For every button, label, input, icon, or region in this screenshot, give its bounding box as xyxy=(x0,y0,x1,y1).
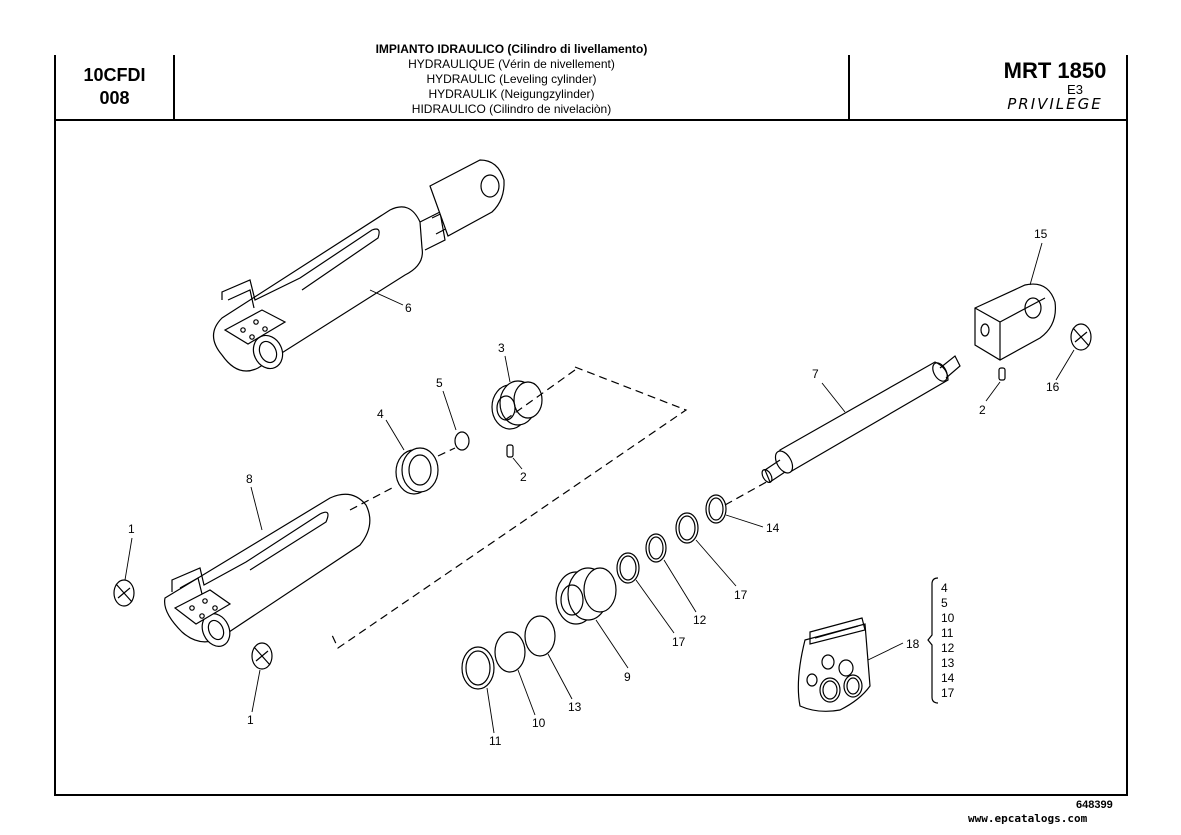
callout-4: 4 xyxy=(377,407,384,421)
part-13-seal xyxy=(524,615,556,657)
part-4-guide xyxy=(395,447,439,495)
part-9-gland xyxy=(555,567,617,625)
callout-10: 10 xyxy=(532,716,546,730)
callout-6: 6 xyxy=(405,301,412,315)
callout-9: 9 xyxy=(624,670,631,684)
kit-item-4: 4 xyxy=(941,581,948,595)
kit-item-5: 5 xyxy=(941,596,948,610)
drawing-number: 648399 xyxy=(1076,799,1113,811)
part-17-ring-b xyxy=(675,512,699,544)
part-12-rod-seal xyxy=(645,533,667,563)
callout-12: 12 xyxy=(693,613,707,627)
kit-item-12: 12 xyxy=(941,641,955,655)
part-18-seal-kit xyxy=(797,617,871,712)
part-10-oring xyxy=(494,631,526,673)
part-7-piston-rod xyxy=(761,355,961,483)
header-divider xyxy=(54,119,1128,121)
kit-item-14: 14 xyxy=(941,671,955,685)
title-german: HYDRAULIK (Neigungzylinder) xyxy=(428,87,595,101)
callout-7: 7 xyxy=(812,367,819,381)
callout-14: 14 xyxy=(766,521,780,535)
model-variant: E3 xyxy=(1067,82,1083,97)
section-title: IMPIANTO IDRAULICO (Cilindro di livellam… xyxy=(175,42,848,117)
kit-item-10: 10 xyxy=(941,611,955,625)
callout-2-right: 2 xyxy=(979,403,986,417)
part-6-cylinder-assembly xyxy=(212,159,505,372)
section-code-line2: 008 xyxy=(99,88,130,108)
callout-5: 5 xyxy=(436,376,443,390)
callout-3: 3 xyxy=(498,341,505,355)
part-15-rod-eye xyxy=(974,283,1057,361)
callout-13: 13 xyxy=(568,700,582,714)
watermark: www.epcatalogs.com xyxy=(968,812,1088,825)
part-1-bushing-right xyxy=(251,642,273,670)
callout-18: 18 xyxy=(906,637,920,651)
kit-brace xyxy=(927,577,939,704)
part-2-screw-right xyxy=(998,367,1006,381)
header-divider-left xyxy=(173,55,175,119)
title-french: HYDRAULIQUE (Vérin de nivellement) xyxy=(408,57,615,71)
kit-item-17: 17 xyxy=(941,686,955,700)
callout-8: 8 xyxy=(246,472,253,486)
callout-1-lower: 1 xyxy=(247,713,254,727)
part-3-piston xyxy=(491,380,543,430)
drawing-frame xyxy=(54,55,1128,796)
callout-17-left: 17 xyxy=(672,635,686,649)
part-11-snap-ring xyxy=(461,646,495,690)
part-17-ring-a xyxy=(616,552,640,584)
callout-17-right: 17 xyxy=(734,588,748,602)
section-code: 10CFDI 008 xyxy=(56,64,173,116)
brand-logo: PRIVILEGE xyxy=(1007,95,1103,113)
callout-2-left: 2 xyxy=(520,470,527,484)
part-16-bushing xyxy=(1070,323,1092,351)
callout-1-upper: 1 xyxy=(128,522,135,536)
kit-item-13: 13 xyxy=(941,656,955,670)
title-spanish: HIDRAULICO (Cilindro de nivelaciòn) xyxy=(411,102,612,116)
part-14-wiper xyxy=(705,494,727,524)
model-name: MRT 1850 xyxy=(1003,58,1107,83)
callout-11: 11 xyxy=(489,734,502,748)
part-1-bushing-left xyxy=(113,579,135,607)
section-code-line1: 10CFDI xyxy=(83,65,146,85)
part-2-screw-left xyxy=(506,444,514,458)
part-8-cylinder-body xyxy=(164,493,371,647)
title-italian: IMPIANTO IDRAULICO (Cilindro di livellam… xyxy=(375,42,648,56)
model-block: MRT 1850 E3 PRIVILEGE xyxy=(990,58,1120,112)
callout-15: 15 xyxy=(1034,227,1048,241)
header-divider-right xyxy=(848,55,850,119)
exploded-view-drawing: 6 8 1 1 4 5 3 2 xyxy=(113,159,1092,748)
part-5-oring xyxy=(454,431,470,451)
title-english: HYDRAULIC (Leveling cylinder) xyxy=(426,72,597,86)
callout-16: 16 xyxy=(1046,380,1060,394)
kit-item-11: 11 xyxy=(941,626,954,640)
